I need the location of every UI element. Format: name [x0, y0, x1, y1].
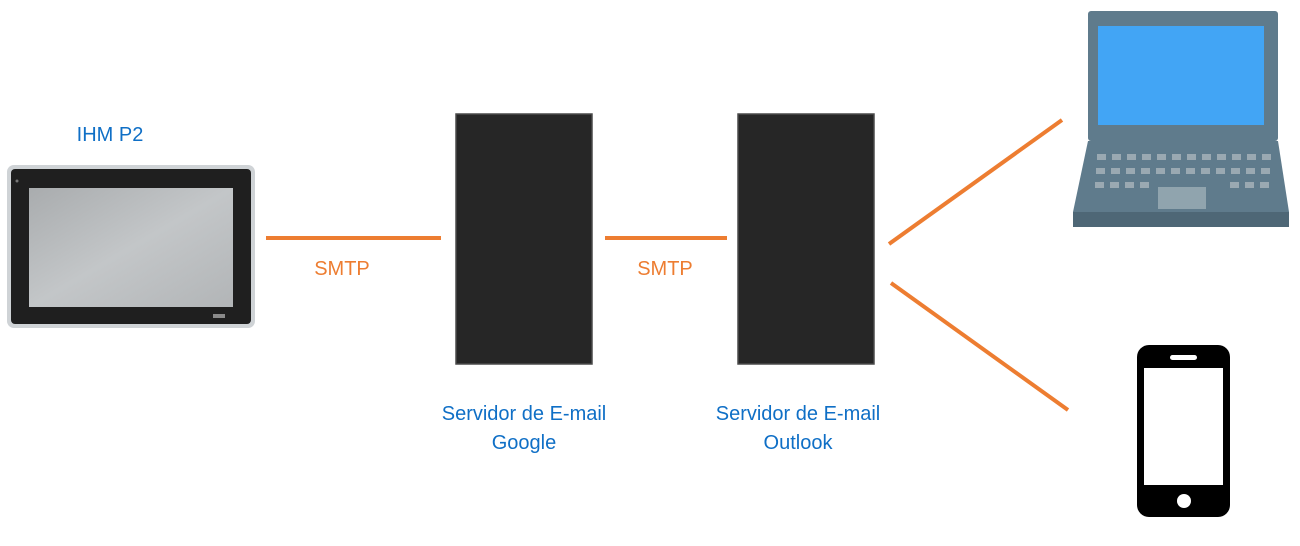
smtp-label-hmi-google: SMTP	[314, 258, 370, 280]
hmi-label: IHM P2	[76, 124, 144, 146]
server-google-box	[455, 113, 593, 365]
laptop-icon	[1073, 11, 1289, 227]
server-outlook-box	[737, 113, 875, 365]
connector-outlook-phone	[889, 281, 1070, 412]
server-outlook-label-line1: Servidor de E-mail	[715, 403, 881, 425]
server-google-label-line1: Servidor de E-mail	[441, 403, 607, 425]
server-outlook-label-line2: Outlook	[763, 432, 833, 454]
server-google-label-line2: Google	[491, 432, 557, 454]
smtp-label-google-outlook: SMTP	[637, 258, 693, 280]
touch-panel-icon	[7, 165, 255, 328]
connector-outlook-laptop	[887, 118, 1064, 246]
smartphone-icon	[1137, 345, 1230, 517]
